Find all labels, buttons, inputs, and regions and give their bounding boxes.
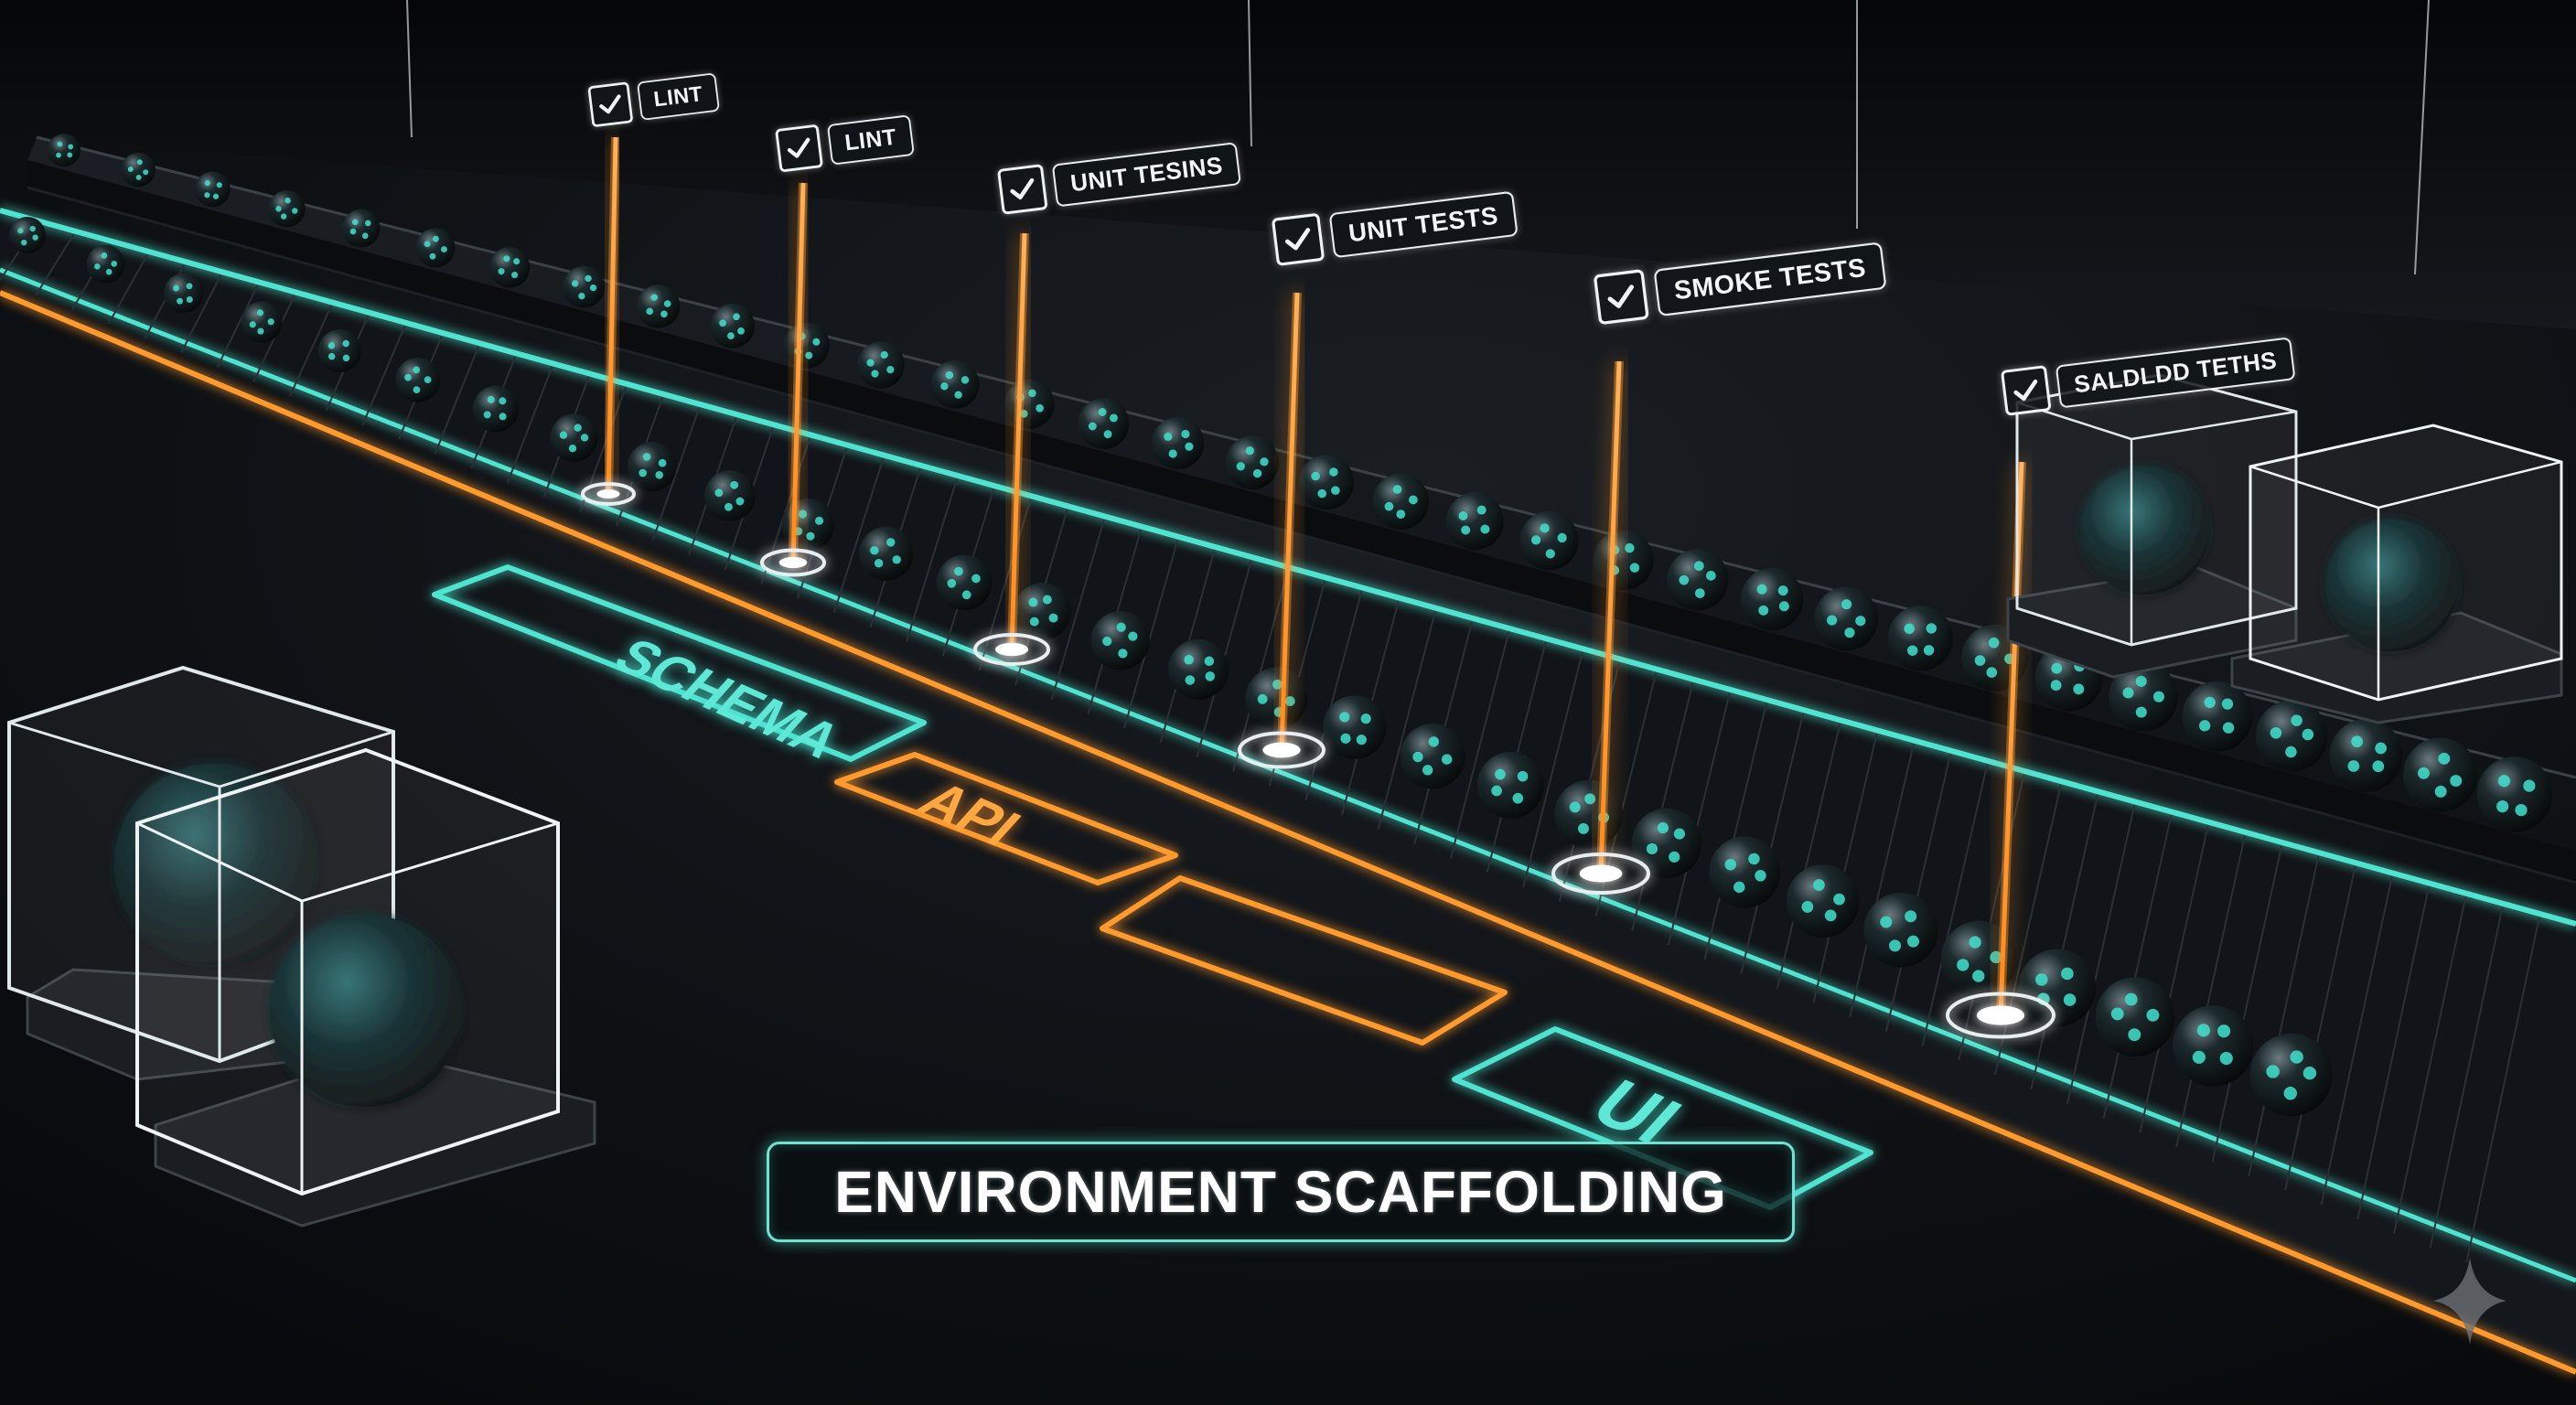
ball-lower <box>1245 667 1308 730</box>
ball-lower <box>704 470 756 521</box>
ball-lower <box>1090 611 1150 670</box>
ball-lower <box>1554 779 1623 849</box>
lower-belt-teal-edge-inner <box>0 267 2576 1283</box>
ball-upper <box>415 228 456 268</box>
ball-lower <box>86 244 125 284</box>
ball-lower <box>2095 977 2175 1057</box>
ball-stream <box>9 134 2553 1117</box>
ball-upper <box>2329 718 2403 792</box>
ball-upper <box>563 265 606 308</box>
ball-lower <box>2249 1033 2333 1117</box>
ball-lower <box>2018 949 2097 1027</box>
ball-lower <box>395 357 440 402</box>
ball-lower <box>163 273 204 314</box>
gate-beam-4 <box>1238 292 1326 769</box>
ball-lower <box>2173 1005 2254 1087</box>
ball-lower <box>1863 892 1938 968</box>
gate-beams <box>581 136 2055 1039</box>
gate-beam-1 <box>581 136 636 506</box>
glass-cube-front-left <box>135 747 596 1228</box>
ball-upper <box>268 190 306 228</box>
ball-upper <box>1887 606 1954 671</box>
gate-beam-2 <box>760 182 826 577</box>
sparkle-icon <box>2433 1258 2506 1345</box>
ball-lower <box>317 329 361 373</box>
ball-upper <box>2256 700 2328 772</box>
ball-upper <box>1152 416 1205 469</box>
ball-upper <box>1445 492 1504 551</box>
ball-upper <box>1299 455 1354 509</box>
ball-upper <box>1372 473 1429 531</box>
gate-beam-5 <box>1551 360 1650 895</box>
ball-lower <box>1476 751 1544 819</box>
ball-lower <box>1631 808 1702 878</box>
ball-lower <box>627 442 677 492</box>
ball-upper <box>194 171 231 208</box>
ball-lower <box>1709 836 1781 908</box>
ball-upper <box>48 134 80 167</box>
glass-cube-back-right <box>2006 373 2298 679</box>
wall-light-lines <box>406 0 2430 275</box>
gate-beam-3 <box>973 232 1050 666</box>
ball-upper <box>1667 549 1729 611</box>
ball-upper <box>783 322 830 369</box>
ball-upper <box>710 303 755 349</box>
ball-lower <box>472 385 520 433</box>
ball-upper <box>1004 379 1055 429</box>
ball-lower <box>241 301 283 343</box>
ball-upper <box>1078 398 1130 449</box>
ball-upper <box>1593 530 1654 591</box>
ball-lower <box>859 526 914 581</box>
ball-upper <box>1225 435 1280 489</box>
orange-floor-line <box>0 290 2576 1375</box>
ball-upper <box>636 284 681 328</box>
ball-lower <box>936 554 993 611</box>
api-pad <box>834 752 1178 885</box>
ball-lower <box>1786 864 1860 938</box>
ball-upper <box>1740 567 1804 631</box>
ball-upper <box>1519 510 1579 571</box>
ball-upper <box>488 247 531 288</box>
ball-upper <box>2403 737 2478 812</box>
ball-lower <box>550 413 598 462</box>
ball-upper <box>2182 681 2253 752</box>
right-glass-cubes <box>2006 373 2563 724</box>
schema-pad <box>432 564 927 762</box>
ball-upper <box>1814 586 1879 651</box>
ball-lower <box>1168 638 1229 700</box>
ball-upper <box>930 359 980 409</box>
ball-upper <box>121 152 156 188</box>
ball-upper <box>341 209 381 248</box>
ball-upper <box>2109 661 2178 732</box>
ball-upper <box>857 341 905 389</box>
blank-pad <box>1100 875 1508 1046</box>
glass-cube-front-right <box>2230 424 2563 724</box>
ball-lower <box>1322 695 1387 759</box>
ball-lower <box>9 217 46 253</box>
ball-lower <box>1400 724 1465 789</box>
ball-upper <box>2476 756 2553 832</box>
left-glass-cubes <box>7 665 596 1228</box>
ball-lower <box>1014 583 1071 640</box>
